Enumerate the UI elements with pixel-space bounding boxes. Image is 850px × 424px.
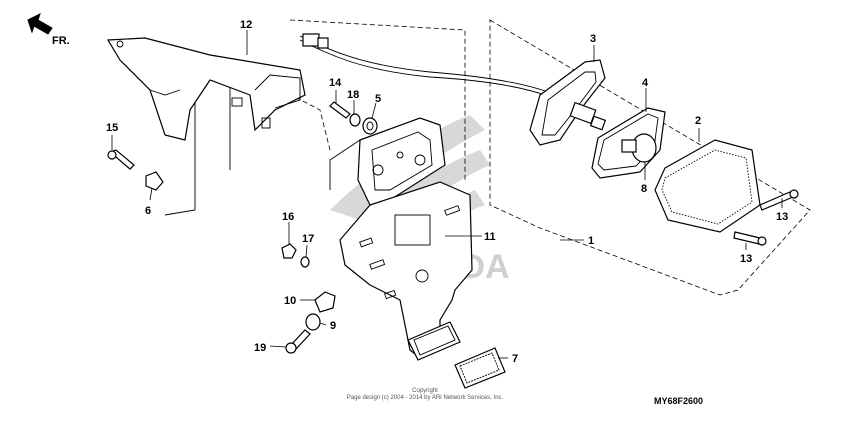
callout-3: 3 [590, 33, 596, 45]
callout-14: 14 [329, 77, 342, 89]
copyright-label: Copyright [412, 388, 438, 394]
taillight-lens-2 [654, 139, 761, 233]
bolt-14 [329, 101, 351, 119]
screw-13a [759, 189, 799, 211]
collar-9 [305, 313, 321, 331]
front-direction-arrow-icon: FR. [27, 13, 70, 47]
callout-4: 4 [642, 77, 649, 89]
wire-harness [299, 33, 549, 97]
front-direction-label: FR. [52, 35, 70, 47]
nut-16 [281, 243, 297, 259]
callout-15: 15 [106, 122, 118, 134]
callout-13-lower: 13 [740, 253, 752, 265]
socket-assembly-3 [529, 59, 607, 146]
rear-reflector-7 [407, 321, 506, 389]
grommet-5 [362, 117, 378, 135]
callout-17: 17 [302, 233, 314, 245]
taillight-assembly-outline [489, 19, 811, 296]
diagram-code: MY68F2600 [654, 396, 704, 406]
washer-18 [349, 113, 361, 127]
taillight-base-11 [357, 117, 446, 206]
callout-10: 10 [284, 295, 296, 307]
callout-11: 11 [484, 231, 496, 243]
bolt-19 [285, 329, 311, 354]
callout-12: 12 [240, 19, 252, 31]
screw-13b [733, 231, 767, 246]
callout-2: 2 [695, 115, 701, 127]
collar-nut-6 [145, 171, 164, 191]
fender-lower-edge [164, 90, 196, 216]
bracket-guide-line [329, 139, 361, 190]
callout-7: 7 [512, 353, 518, 365]
leader-lines [111, 30, 783, 359]
rubber-mount-10 [314, 291, 336, 313]
copyright-notice: Page design (c) 2004 - 2014 by ARI Netwo… [346, 395, 504, 401]
callout-18: 18 [347, 89, 359, 101]
washer-17 [300, 256, 310, 268]
bolt-15 [107, 149, 135, 170]
callout-6: 6 [145, 205, 151, 217]
rear-fender [106, 37, 306, 141]
callout-13-upper: 13 [776, 211, 788, 223]
wire-harness-outline [289, 19, 466, 180]
callout-8: 8 [641, 183, 647, 195]
callout-9: 9 [330, 320, 336, 332]
bulb-8 [621, 133, 657, 163]
callout-19: 19 [254, 342, 266, 354]
callout-16: 16 [282, 211, 294, 223]
callout-1: 1 [588, 235, 594, 247]
callout-5: 5 [375, 93, 381, 105]
